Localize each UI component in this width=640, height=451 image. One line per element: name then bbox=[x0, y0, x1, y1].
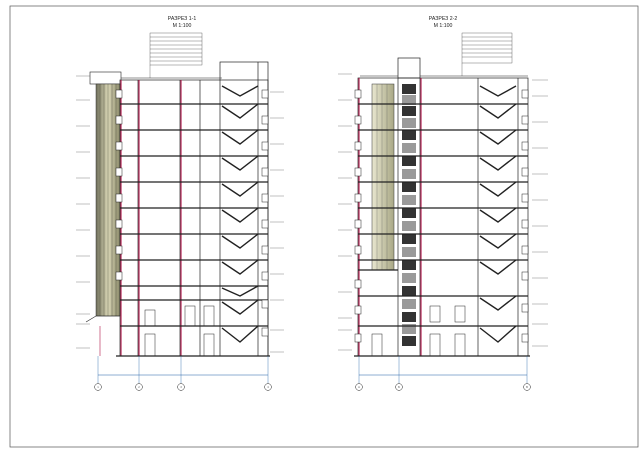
section-1-level-marks bbox=[76, 75, 284, 353]
section-1-title: РАЗРЕЗ 1-1 bbox=[168, 16, 197, 22]
section-2-axes: А Б В bbox=[355, 356, 531, 391]
section-1-notes-box bbox=[149, 32, 203, 78]
sheet-frame bbox=[9, 5, 639, 448]
section-1-1: РАЗРЕЗ 1-1 М 1:100 bbox=[76, 16, 284, 391]
section-2-2: РАЗРЕЗ 2-2 М 1:100 bbox=[338, 16, 548, 391]
section-2-scale: М 1:100 bbox=[434, 23, 453, 29]
section-2-notes-box bbox=[461, 32, 513, 76]
section-2-atrium-glazing bbox=[371, 83, 395, 271]
axis-2-label: 2 bbox=[138, 387, 140, 389]
axis-3-label: 3 bbox=[180, 387, 182, 389]
axis-a-label: А bbox=[358, 386, 360, 389]
axis-b-label: Б bbox=[398, 387, 400, 389]
section-1-scale: М 1:100 bbox=[173, 23, 192, 29]
section-2-title: РАЗРЕЗ 2-2 bbox=[429, 16, 458, 22]
section-2-level-marks bbox=[338, 73, 548, 351]
axis-v-label: В bbox=[526, 387, 528, 389]
axis-4-label: 4 bbox=[267, 387, 269, 389]
axis-1-label: 1 bbox=[97, 387, 99, 389]
section-1-axes: 1 2 3 4 bbox=[94, 356, 272, 391]
